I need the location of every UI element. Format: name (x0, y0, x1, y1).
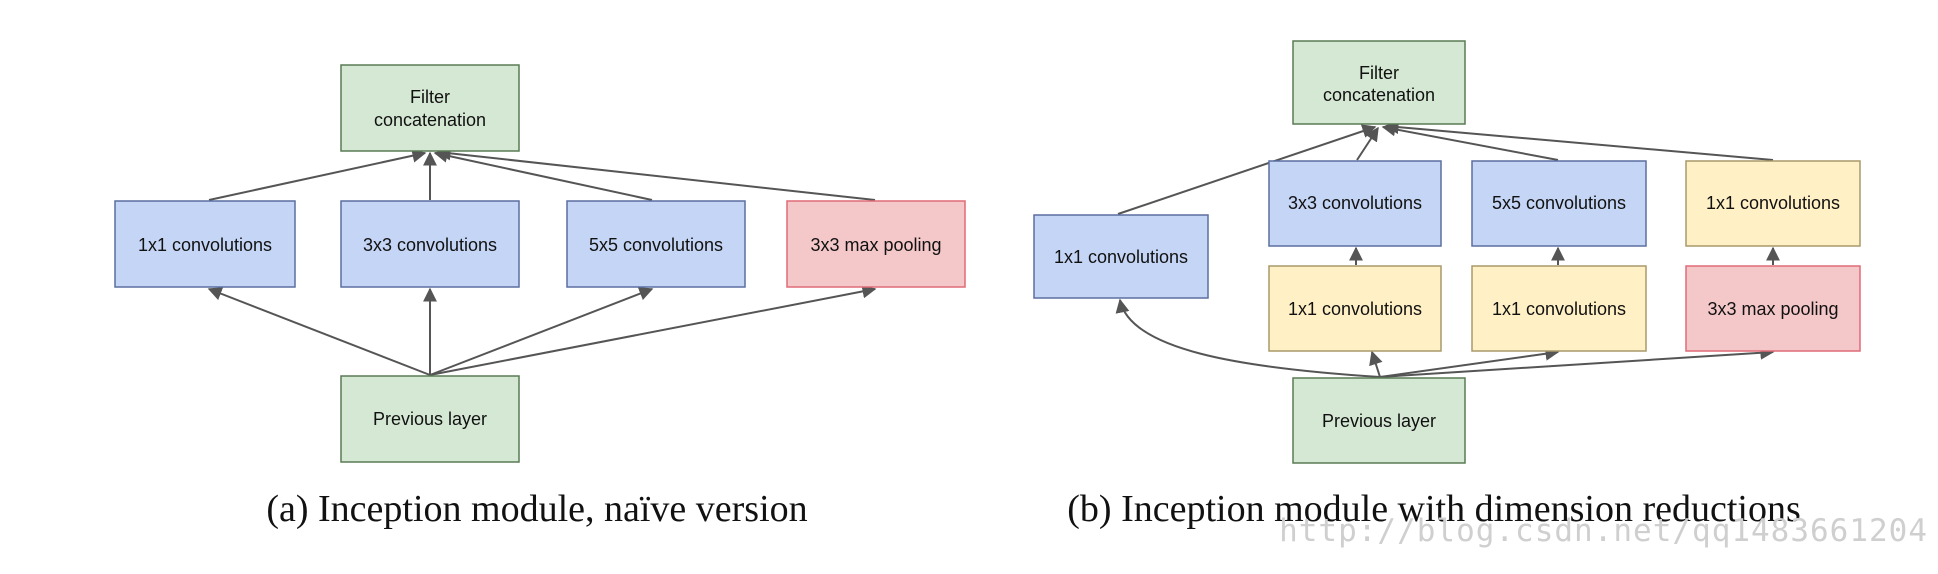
edge-conv5-to-filter (433, 148, 653, 201)
watermark-text: http://blog.csdn.net/qq1483661204 (1279, 513, 1928, 549)
b-filter-label-line2: concatenation (1323, 85, 1435, 105)
b-filter-concatenation-node: Filter concatenation (1292, 40, 1466, 125)
b-conv1x1-top-node: 1x1 convolutions (1685, 160, 1861, 247)
edge-prev-to-conv5 (429, 287, 654, 376)
conv1x1-label: 1x1 convolutions (138, 235, 272, 255)
maxpool-node: 3x3 max pooling (786, 200, 966, 288)
b-conv5x5-label: 5x5 convolutions (1492, 193, 1626, 213)
b-conv1x1-label: 1x1 convolutions (1054, 247, 1188, 267)
diagram-b-edges (1115, 120, 1780, 378)
edge-conv1-to-filter (208, 148, 427, 201)
conv5x5-label: 5x5 convolutions (589, 235, 723, 255)
diagram-b: Filter concatenation 1x1 convolutions 3x… (1033, 40, 1861, 530)
edge-b-prev-to-pool (1379, 345, 1775, 378)
edge-b-conv1top-to-filter (1384, 120, 1774, 161)
edge-b-conv3-to-filter (1356, 126, 1379, 161)
b-filter-label-line1: Filter (1359, 63, 1399, 83)
conv1x1-node: 1x1 convolutions (114, 200, 296, 288)
caption-b: (b) Inception module with dimension redu… (1067, 488, 1800, 530)
b-maxpool-label: 3x3 max pooling (1707, 299, 1838, 319)
diagram-a-edges (207, 146, 877, 376)
b-reduce5-label: 1x1 convolutions (1492, 299, 1626, 319)
b-previous-layer-label: Previous layer (1322, 411, 1436, 431)
b-reduce3-label: 1x1 convolutions (1288, 299, 1422, 319)
edge-prev-to-pool (429, 284, 877, 376)
b-reduce5-node: 1x1 convolutions (1471, 265, 1647, 352)
edge-b-prev-to-conv1 (1115, 298, 1381, 378)
diagram-a: Filter concatenation 1x1 convolutions 3x… (114, 64, 966, 530)
conv5x5-node: 5x5 convolutions (566, 200, 746, 288)
edge-b-conv5-to-filter (1381, 122, 1559, 161)
previous-layer-node: Previous layer (340, 375, 520, 463)
maxpool-label: 3x3 max pooling (810, 235, 941, 255)
b-maxpool-node: 3x3 max pooling (1685, 265, 1861, 352)
filter-label-line2: concatenation (374, 110, 486, 130)
b-conv3x3-node: 3x3 convolutions (1268, 160, 1442, 247)
edge-prev-to-conv1 (207, 287, 431, 376)
edge-b-prev-to-reduce3 (1369, 350, 1383, 378)
b-previous-layer-node: Previous layer (1292, 377, 1466, 464)
b-conv1x1-node: 1x1 convolutions (1033, 214, 1209, 299)
b-conv1x1-top-label: 1x1 convolutions (1706, 193, 1840, 213)
filter-concatenation-node: Filter concatenation (340, 64, 520, 152)
b-conv3x3-label: 3x3 convolutions (1288, 193, 1422, 213)
previous-layer-label: Previous layer (373, 409, 487, 429)
edge-pool-to-filter (436, 146, 876, 201)
b-reduce3-node: 1x1 convolutions (1268, 265, 1442, 352)
b-conv5x5-node: 5x5 convolutions (1471, 160, 1647, 247)
filter-label-line1: Filter (410, 87, 450, 107)
conv3x3-node: 3x3 convolutions (340, 200, 520, 288)
conv3x3-label: 3x3 convolutions (363, 235, 497, 255)
edge-b-conv1-to-filter (1117, 124, 1377, 215)
edge-b-prev-to-reduce5 (1379, 346, 1560, 378)
caption-a: (a) Inception module, naïve version (266, 488, 807, 530)
